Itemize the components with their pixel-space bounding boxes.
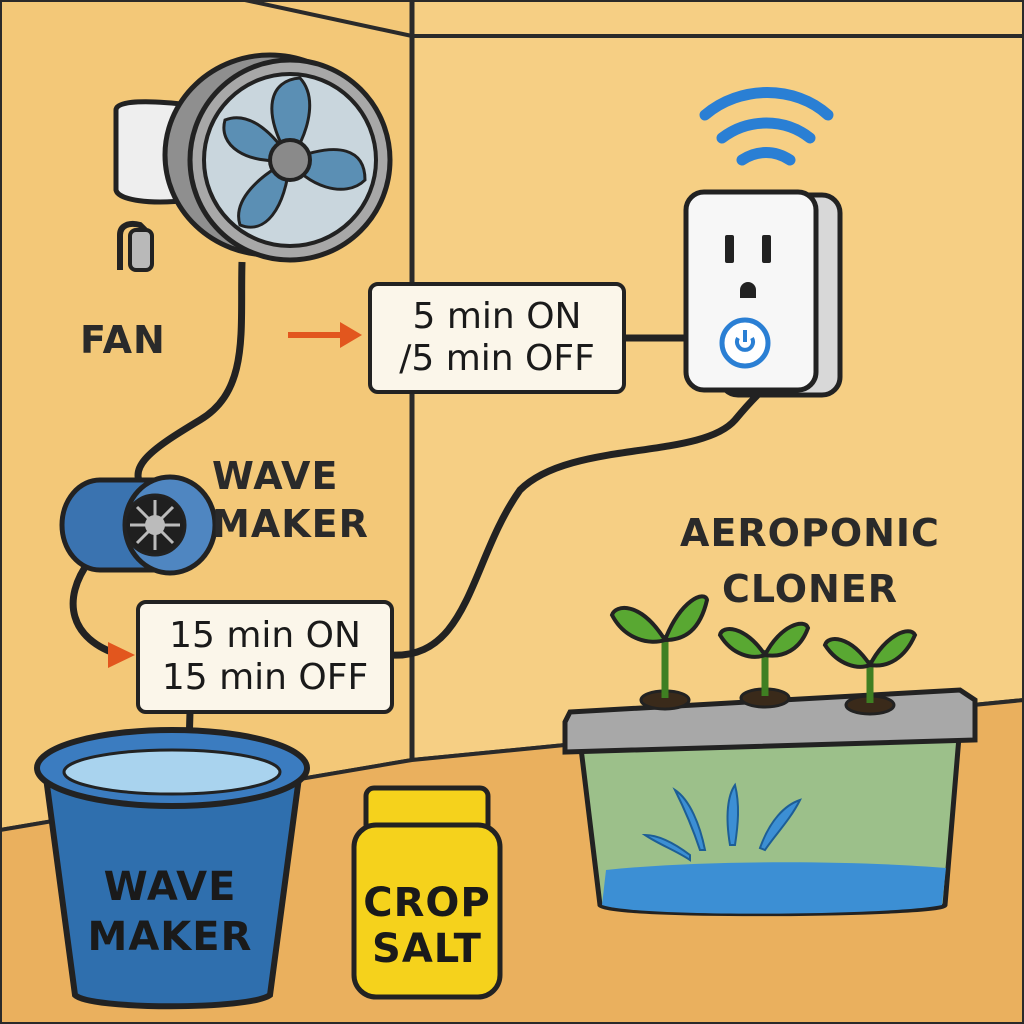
fan-timer-on: 5 min ON [412,296,582,337]
seedling-icon [822,629,918,703]
fan-icon [113,52,393,272]
seedling-icon [609,594,710,698]
wave-timer-on: 15 min ON [169,615,361,656]
wave-maker-label: WAVE MAKER [212,454,369,546]
aeroponic-cloner-label: AEROPONIC CLONER [680,511,940,611]
arrow-icon [108,642,135,668]
jar-label: CROP SALT [363,880,491,972]
ceiling-corner-line [244,0,413,38]
smart-plug-icon [683,189,843,398]
seedling-icon [717,621,811,696]
wave-maker-pump-icon [59,474,218,576]
bucket-label: WAVE MAKER [87,864,253,960]
jar-icon [351,785,503,1000]
timer-to-plug-cord [389,389,764,659]
fan-cord [134,261,246,498]
fan-timer-box: 5 min ON /5 min OFF [368,282,626,394]
bucket-icon [34,727,310,1010]
cloner-icon [562,687,978,917]
arrow-icon [288,322,362,348]
fan-label: FAN [80,318,166,362]
wifi-icon [699,87,834,166]
wave-timer-box: 15 min ON 15 min OFF [136,600,394,714]
wave-timer-off: 15 min OFF [161,657,369,698]
fan-timer-off: /5 min OFF [399,338,595,379]
pump-cord [69,557,122,659]
